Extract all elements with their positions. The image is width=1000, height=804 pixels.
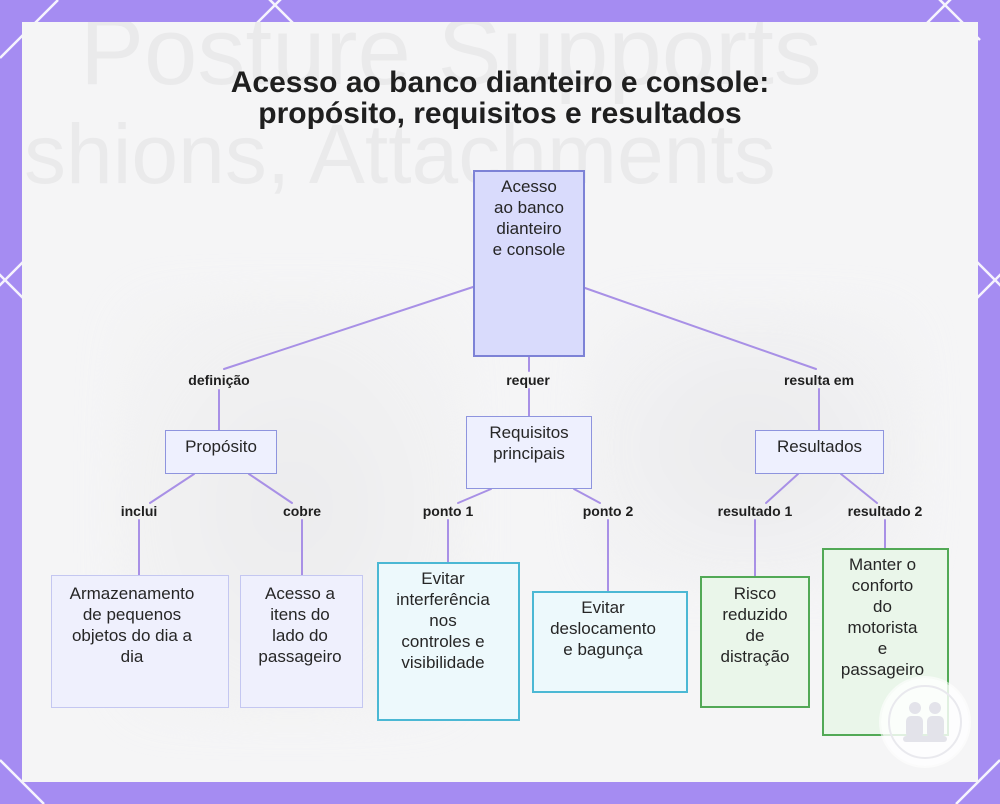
node-text-line: motorista bbox=[847, 618, 918, 637]
background-watermark-text: shions, Attachments bbox=[24, 112, 776, 196]
node-text-line: e console bbox=[492, 240, 566, 259]
node-text-line: Resultados bbox=[776, 437, 863, 456]
node-text-line: e bbox=[877, 639, 888, 658]
node-text-line: lado do bbox=[272, 626, 328, 645]
category-node-proposito: Propósito bbox=[165, 430, 277, 474]
node-text-line: principais bbox=[493, 444, 565, 463]
node-text-line: Acesso bbox=[501, 177, 557, 196]
edge-label-cobre: cobre bbox=[282, 503, 322, 519]
node-text-line: de pequenos bbox=[82, 605, 182, 624]
leaf-node-risco-reduzido: Risco reduzido de distração bbox=[700, 576, 810, 708]
node-text-line: e bagunça bbox=[563, 640, 643, 659]
frame-line bbox=[955, 759, 1000, 804]
leaf-node-evitar-deslocamento: Evitar deslocamento e bagunça bbox=[532, 591, 688, 693]
edge-label-ponto-2: ponto 2 bbox=[582, 503, 634, 519]
edge-label-requer: requer bbox=[506, 372, 550, 388]
node-text-line: Risco bbox=[733, 584, 777, 603]
edge-label-inclui: inclui bbox=[120, 503, 158, 519]
node-text-line: dianteiro bbox=[496, 219, 562, 238]
page-title: Acesso ao banco dianteiro e console: pro… bbox=[0, 67, 1000, 129]
node-text-line: itens do bbox=[270, 605, 330, 624]
frame-line bbox=[0, 759, 45, 804]
background-watermark-text: Posture Supports bbox=[80, 22, 822, 100]
node-text-line: do bbox=[873, 597, 892, 616]
edge-label-ponto-1: ponto 1 bbox=[422, 503, 474, 519]
node-text-line: objetos do dia a bbox=[71, 626, 193, 645]
node-text-line: ao banco bbox=[494, 198, 564, 217]
node-text-line: de bbox=[745, 626, 765, 645]
node-text-line: conforto bbox=[851, 576, 914, 595]
node-text-line: Evitar bbox=[421, 569, 465, 588]
node-text-line: passageiro bbox=[840, 660, 925, 679]
node-text-line: Evitar bbox=[581, 598, 625, 617]
edge-label-resulta-em: resulta em bbox=[783, 372, 855, 388]
node-text-line: reduzido bbox=[722, 605, 788, 624]
edge-label-resultado-1: resultado 1 bbox=[717, 503, 793, 519]
node-text-line: deslocamento bbox=[550, 619, 656, 638]
brand-logo-graphic bbox=[888, 685, 962, 759]
node-text-line: Armazenamento bbox=[69, 584, 195, 603]
node-text-line: controles e bbox=[401, 632, 485, 651]
category-node-requisitos: Requisitos principais bbox=[466, 416, 592, 489]
node-text-line: interferência bbox=[396, 590, 490, 609]
leaf-node-evitar-interferencia: Evitar interferência nos controles e vis… bbox=[377, 562, 520, 721]
node-text-line: visibilidade bbox=[401, 653, 485, 672]
title-line-1: Acesso ao banco dianteiro e console: bbox=[230, 66, 770, 99]
leaf-node-armazenamento: Armazenamento de pequenos objetos do dia… bbox=[51, 575, 229, 708]
node-text-line: nos bbox=[429, 611, 457, 630]
node-text-line: dia bbox=[120, 647, 144, 666]
edge-label-resultado-2: resultado 2 bbox=[847, 503, 923, 519]
root-node: Acesso ao banco dianteiro e console bbox=[473, 170, 585, 357]
category-node-resultados: Resultados bbox=[755, 430, 884, 474]
brand-logo-icon bbox=[881, 678, 969, 766]
title-line-2: propósito, requisitos e resultados bbox=[258, 97, 742, 130]
node-text-line: Manter o bbox=[848, 555, 917, 574]
node-text-line: Acesso a bbox=[265, 584, 335, 603]
edge-label-definicao: definição bbox=[188, 372, 250, 388]
leaf-node-acesso-itens: Acesso a itens do lado do passageiro bbox=[240, 575, 363, 708]
node-text-line: Requisitos bbox=[489, 423, 569, 442]
node-text-line: Propósito bbox=[185, 437, 257, 456]
node-text-line: distração bbox=[720, 647, 790, 666]
node-text-line: passageiro bbox=[258, 647, 342, 666]
